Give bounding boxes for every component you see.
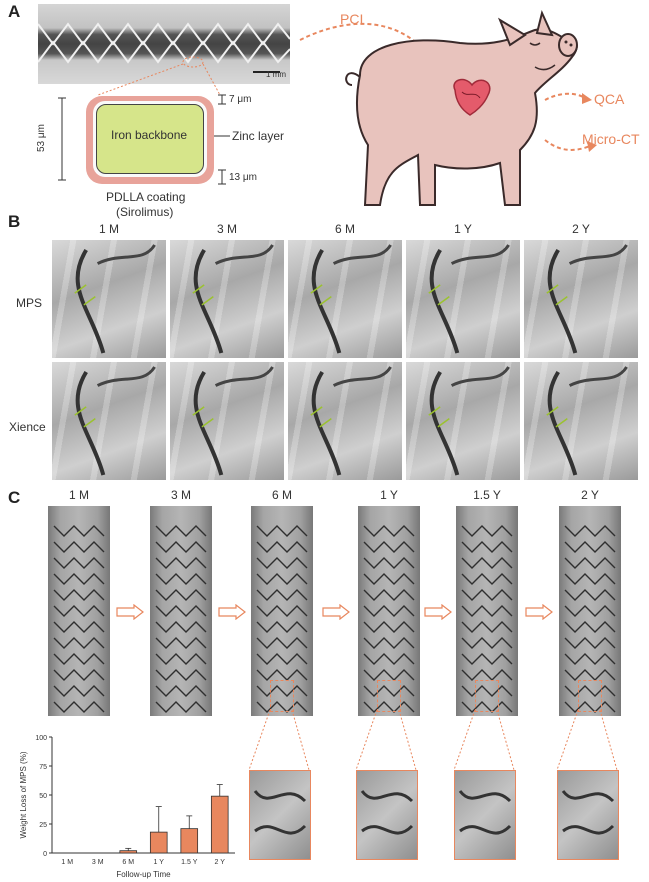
progression-arrow-icon xyxy=(116,603,144,625)
panel-c-col-label: 2 Y xyxy=(581,488,599,502)
pig-illustration xyxy=(345,9,578,206)
chart-x-tick-label: 6 M xyxy=(122,859,134,866)
panel-b-col-label: 6 M xyxy=(334,222,355,236)
angiogram-xience xyxy=(52,362,166,480)
chart-x-label: Follow-up Time xyxy=(116,870,171,879)
angiogram-mps xyxy=(170,240,284,358)
chart-x-tick-label: 2 Y xyxy=(215,859,226,866)
panel-c-col-label: 6 M xyxy=(271,488,292,502)
zoom-inset xyxy=(356,770,418,860)
chart-x-tick-label: 1 Y xyxy=(154,859,165,866)
progression-arrow-icon xyxy=(217,603,246,625)
chart-y-tick-label: 100 xyxy=(35,735,47,742)
row-label-mps: MPS xyxy=(16,296,43,310)
zoom-region-marker xyxy=(377,680,401,712)
microct-stent xyxy=(251,506,313,716)
progression-arrow-icon xyxy=(321,603,350,625)
chart-x-tick-label: 1 M xyxy=(61,859,73,866)
progression-arrow-icon xyxy=(524,603,553,625)
microct-stent xyxy=(150,506,212,716)
zoom-region-marker xyxy=(270,680,294,712)
dim-total-label: 53 μm xyxy=(36,124,47,152)
dim-zinc-label: 7 μm xyxy=(229,94,252,105)
panel-b-col-label: 3 M xyxy=(216,222,237,236)
chart-bar xyxy=(210,795,229,854)
microct-label: Micro-CT xyxy=(582,131,640,147)
microct-stent xyxy=(358,506,420,716)
backbone-label: Iron backbone xyxy=(111,128,188,142)
panel-letter-c: C xyxy=(8,488,21,507)
weight-loss-chart: 0 25 50 75 100 1 M 3 M 6 M 1 Y 1.5 Y 2 Y Follow-up … xyxy=(19,735,235,879)
row-label-xience: Xience xyxy=(9,420,46,434)
angiogram-mps xyxy=(524,240,638,358)
chart-x-tick-label: 1.5 Y xyxy=(181,859,198,866)
panel-b-col-label: 1 M xyxy=(98,222,119,236)
zinc-label: Zinc layer xyxy=(232,129,285,143)
panel-c-col-label: 3 M xyxy=(170,488,191,502)
zoom-region-marker xyxy=(475,680,499,712)
chart-bar xyxy=(119,850,138,854)
coating-drug-label: (Sirolimus) xyxy=(116,205,174,219)
coating-label: PDLLA coating xyxy=(106,190,186,204)
heart-icon xyxy=(453,78,491,116)
angiogram-mps xyxy=(406,240,520,358)
microct-stent xyxy=(456,506,518,716)
chart-y-tick-label: 25 xyxy=(39,822,47,829)
chart-y-tick-label: 0 xyxy=(43,851,47,858)
angiogram-mps xyxy=(52,240,166,358)
angiogram-mps xyxy=(288,240,402,358)
angiogram-xience xyxy=(170,362,284,480)
scale-bar-label: 1 mm xyxy=(266,70,286,79)
panel-b-col-label: 1 Y xyxy=(454,222,472,236)
progression-arrow-icon xyxy=(424,603,452,625)
pci-label: PCI xyxy=(340,11,364,27)
zoom-region-marker xyxy=(578,680,602,712)
zoom-inset xyxy=(557,770,619,860)
chart-bar xyxy=(149,831,168,854)
microct-stent xyxy=(559,506,621,716)
chart-y-tick-label: 50 xyxy=(39,793,47,800)
zoom-inset xyxy=(454,770,516,860)
iron-backbone xyxy=(96,104,204,174)
chart-y-tick-label: 75 xyxy=(39,764,47,771)
panel-c-col-label: 1.5 Y xyxy=(473,488,501,502)
zoom-inset xyxy=(249,770,311,860)
angiogram-xience xyxy=(524,362,638,480)
panel-c-col-label: 1 Y xyxy=(380,488,398,502)
angiogram-xience xyxy=(288,362,402,480)
chart-x-tick-label: 3 M xyxy=(92,859,104,866)
chart-bar xyxy=(180,828,199,854)
microct-stent xyxy=(48,506,110,716)
dim-coating-label: 13 μm xyxy=(229,172,257,183)
angiogram-xience xyxy=(406,362,520,480)
qca-label: QCA xyxy=(594,91,625,107)
panel-c-col-label: 1 M xyxy=(68,488,89,502)
panel-b-col-label: 2 Y xyxy=(572,222,590,236)
panel-letter-a: A xyxy=(8,2,21,21)
chart-y-label: Weight Loss of MPS (%) xyxy=(19,751,28,838)
panel-letter-b: B xyxy=(8,212,21,231)
